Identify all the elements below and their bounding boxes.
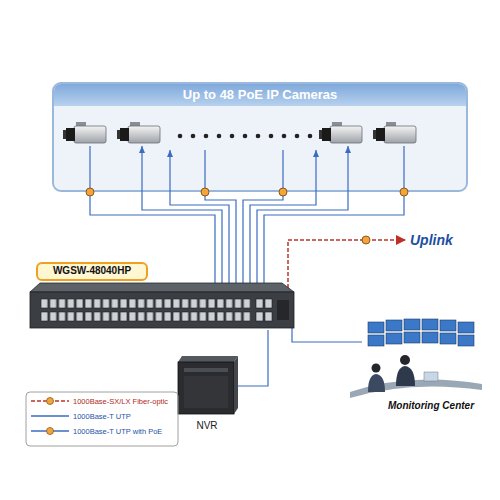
nvr-device <box>178 356 238 414</box>
uplink-fiber <box>288 240 405 294</box>
monitoring-center <box>350 319 482 398</box>
legend-line <box>31 415 69 416</box>
legend-entry: 1000Base-SX/LX Fiber-optic <box>30 396 168 406</box>
legend-sample <box>30 426 70 436</box>
legend-entry: 1000Base-T UTP with PoE <box>30 426 162 436</box>
legend-dot <box>47 428 54 435</box>
camera-group-band: Up to 48 PoE IP Cameras <box>52 82 468 192</box>
legend-entry: 1000Base-T UTP <box>30 411 131 421</box>
legend-text: 1000Base-T UTP with PoE <box>73 427 162 436</box>
band-heading: Up to 48 PoE IP Cameras <box>54 84 466 106</box>
area-label: Monitoring Center <box>370 400 492 411</box>
model-name: WGSW-48040HP <box>38 264 146 278</box>
legend-sample <box>30 411 70 421</box>
legend-frame <box>26 392 178 446</box>
uplink-label: Uplink <box>410 232 490 248</box>
nvr-link <box>236 330 268 386</box>
legend-text: 1000Base-SX/LX Fiber-optic <box>73 397 168 406</box>
legend-sample <box>30 396 70 406</box>
model-label-box: WGSW-48040HP <box>36 262 148 281</box>
legend-dot <box>47 398 54 405</box>
legend-text: 1000Base-T UTP <box>73 412 131 421</box>
monitor-link <box>292 326 362 342</box>
network-switch <box>30 283 294 328</box>
device-label: NVR <box>176 420 238 431</box>
